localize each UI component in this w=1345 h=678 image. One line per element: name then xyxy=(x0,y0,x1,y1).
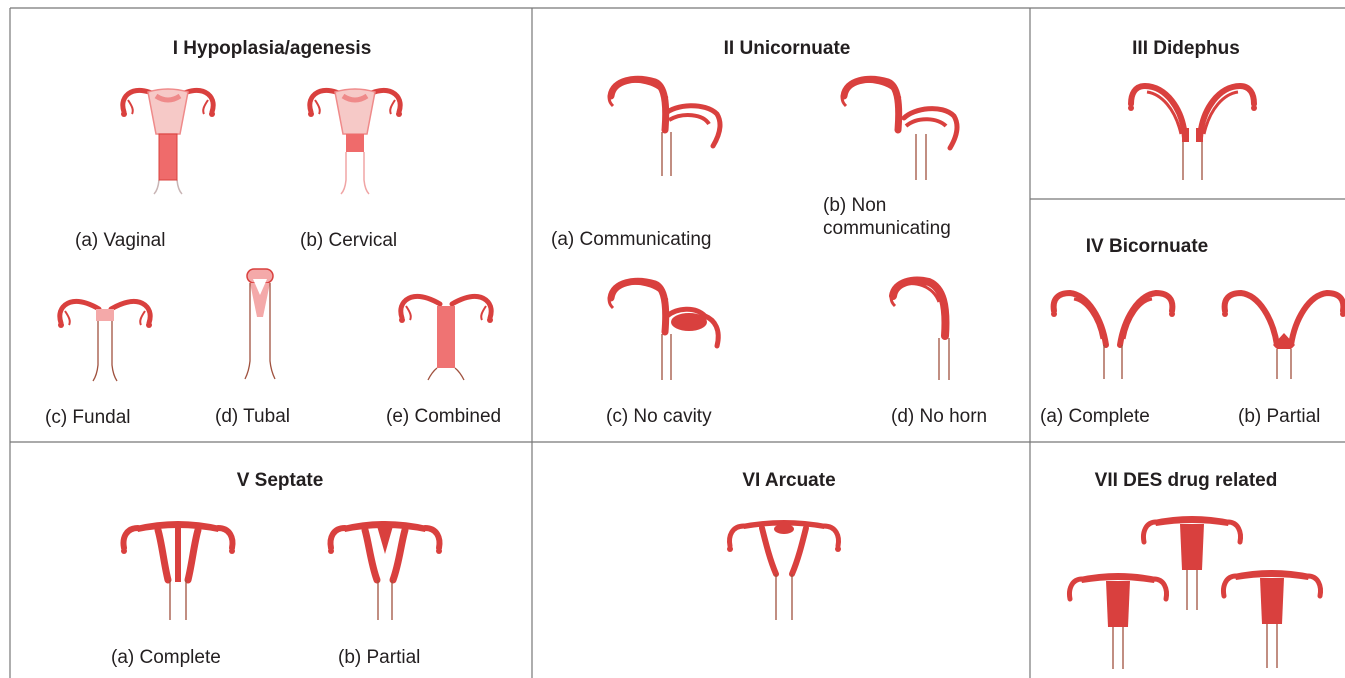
caption-fundal: (c) Fundal xyxy=(45,406,131,429)
panel-hypoplasia-title: I Hypoplasia/agenesis xyxy=(173,38,372,60)
caption-vaginal: (a) Vaginal xyxy=(75,229,165,252)
cervical-agenesis-diagram xyxy=(305,84,405,199)
caption-septate-partial: (b) Partial xyxy=(338,646,420,669)
caption-bicornuate-complete: (a) Complete xyxy=(1040,405,1150,428)
caption-cervical: (b) Cervical xyxy=(300,229,397,252)
des-t-shaped-diagram-right xyxy=(1220,564,1325,670)
unicornuate-communicating-diagram xyxy=(605,74,730,179)
panel-septate-title: V Septate xyxy=(237,470,324,492)
caption-noncommunicating-line2: communicating xyxy=(823,217,951,240)
panel-des-title: VII DES drug related xyxy=(1095,470,1278,492)
des-t-shaped-diagram-left xyxy=(1066,567,1171,671)
bicornuate-partial-diagram xyxy=(1219,283,1345,381)
arcuate-diagram xyxy=(722,512,847,624)
caption-tubal: (d) Tubal xyxy=(215,405,290,428)
unicornuate-no-cavity-diagram xyxy=(605,276,730,384)
didelphys-diagram xyxy=(1125,78,1260,182)
bicornuate-complete-diagram xyxy=(1048,283,1178,381)
septate-partial-diagram xyxy=(325,514,445,624)
combined-hypoplasia-diagram xyxy=(396,290,496,385)
unicornuate-noncommunicating-diagram xyxy=(838,74,963,182)
caption-communicating: (a) Communicating xyxy=(551,228,712,251)
tubal-hypoplasia-diagram xyxy=(235,265,285,385)
unicornuate-no-horn-diagram xyxy=(885,276,965,384)
panel-arcuate-title: VI Arcuate xyxy=(742,470,835,492)
septate-complete-diagram xyxy=(118,514,238,624)
caption-noncommunicating-line1: (b) Non xyxy=(823,194,886,217)
vaginal-agenesis-diagram xyxy=(118,84,218,199)
fundal-hypoplasia-diagram xyxy=(55,295,155,385)
caption-septate-complete: (a) Complete xyxy=(111,646,221,669)
panel-didephus-title: III Didephus xyxy=(1132,38,1240,60)
caption-combined: (e) Combined xyxy=(386,405,501,428)
caption-no-horn: (d) No horn xyxy=(891,405,987,428)
panel-bicornuate-title: IV Bicornuate xyxy=(1086,236,1208,258)
panel-unicornuate-title: II Unicornuate xyxy=(724,38,851,60)
caption-no-cavity: (c) No cavity xyxy=(606,405,712,428)
caption-bicornuate-partial: (b) Partial xyxy=(1238,405,1320,428)
